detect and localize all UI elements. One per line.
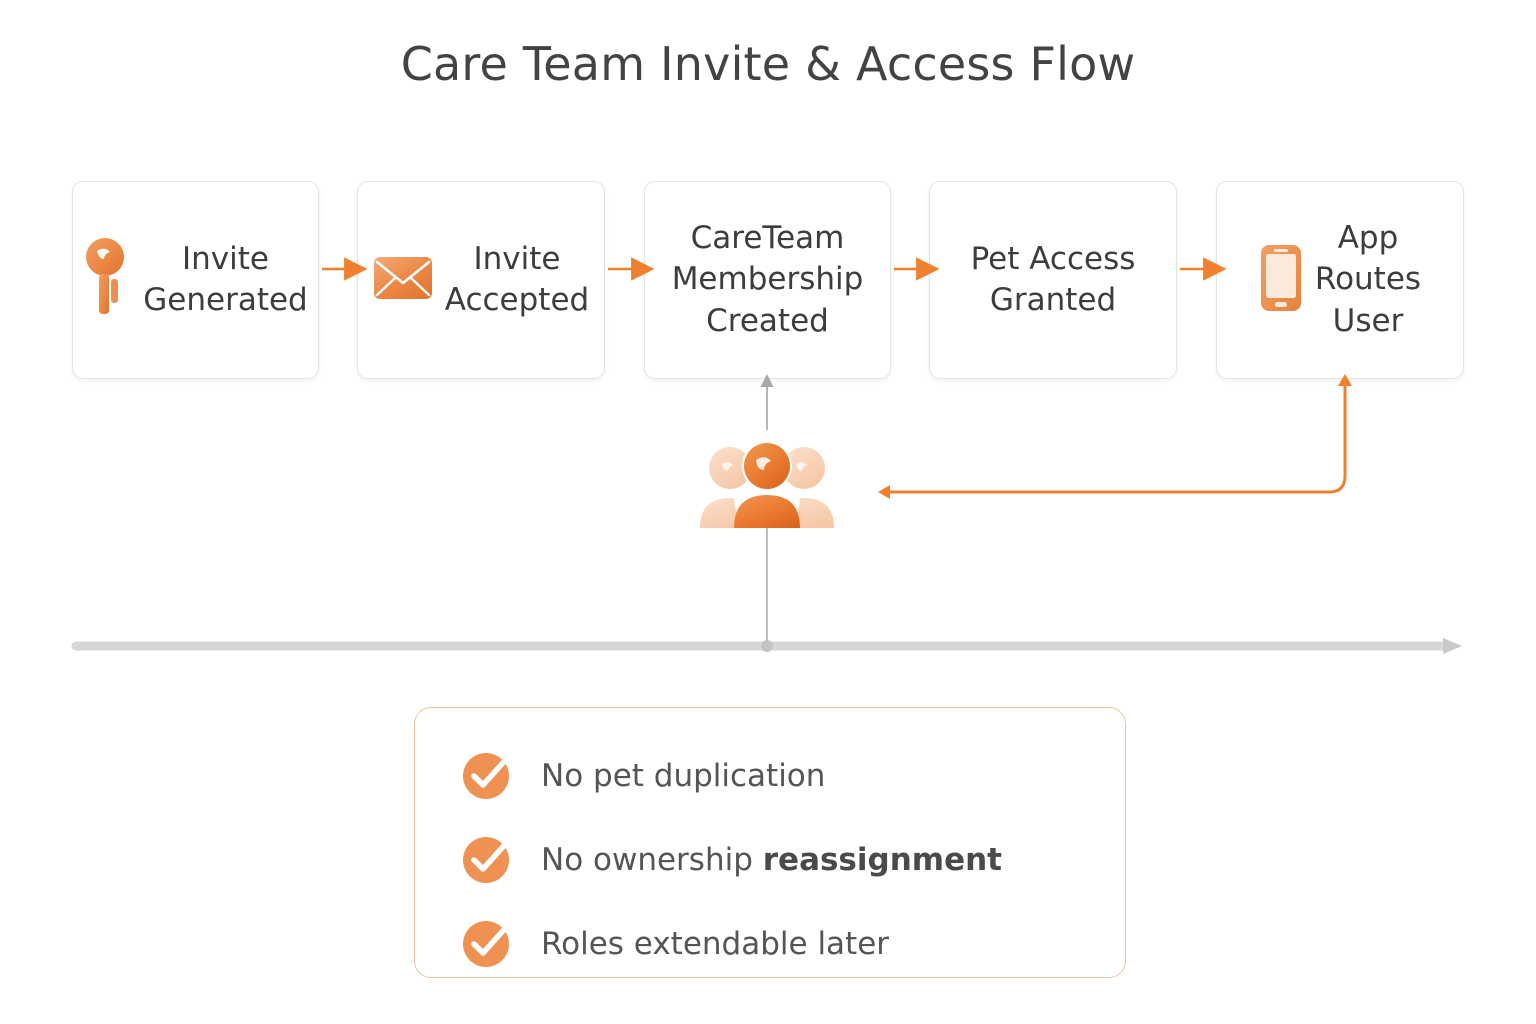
- people-group-icon: [692, 438, 842, 528]
- flow-card-invite-generated[interactable]: Invite Generated: [72, 181, 319, 379]
- note-item: Roles extendable later: [461, 916, 1125, 972]
- flow-card-label: Invite Generated: [143, 240, 308, 318]
- flow-card-app-routes-user[interactable]: App Routes User: [1216, 181, 1464, 379]
- flow-card-pet-access-granted[interactable]: Pet Access Granted: [929, 181, 1177, 379]
- flow-card-label: Invite Accepted: [444, 240, 590, 318]
- check-circle-icon: [461, 747, 515, 805]
- envelope-icon: [373, 254, 433, 306]
- flow-card-label: App Routes User: [1314, 220, 1422, 339]
- note-text-emphasis: reassignment: [762, 841, 1002, 878]
- loopback-arrow: [878, 374, 1352, 499]
- page-title: Care Team Invite & Access Flow: [400, 37, 1136, 91]
- note-text-wrapper: No ownership reassignment: [541, 843, 1002, 877]
- flow-card-label: Pet Access Granted: [970, 240, 1136, 318]
- note-text: No ownership: [541, 841, 763, 878]
- check-circle-icon: [461, 915, 515, 973]
- note-item: No ownership reassignment: [461, 832, 1125, 888]
- key-icon: [83, 235, 131, 325]
- notes-panel: No pet duplication No ownership reassign…: [414, 707, 1126, 978]
- phone-icon: [1259, 243, 1303, 317]
- check-circle-icon: [461, 831, 515, 889]
- flow-card-careteam-membership-created[interactable]: CareTeam Membership Created: [644, 181, 891, 379]
- flow-step-row: Invite Generated Inv: [72, 181, 1464, 379]
- note-item: No pet duplication: [461, 748, 1125, 804]
- timeline-axis: [71, 638, 1462, 654]
- flow-card-invite-accepted[interactable]: Invite Accepted: [357, 181, 605, 379]
- flow-card-label: CareTeam Membership Created: [671, 220, 864, 339]
- note-text: Roles extendable later: [541, 925, 890, 962]
- note-text: No pet duplication: [541, 757, 826, 794]
